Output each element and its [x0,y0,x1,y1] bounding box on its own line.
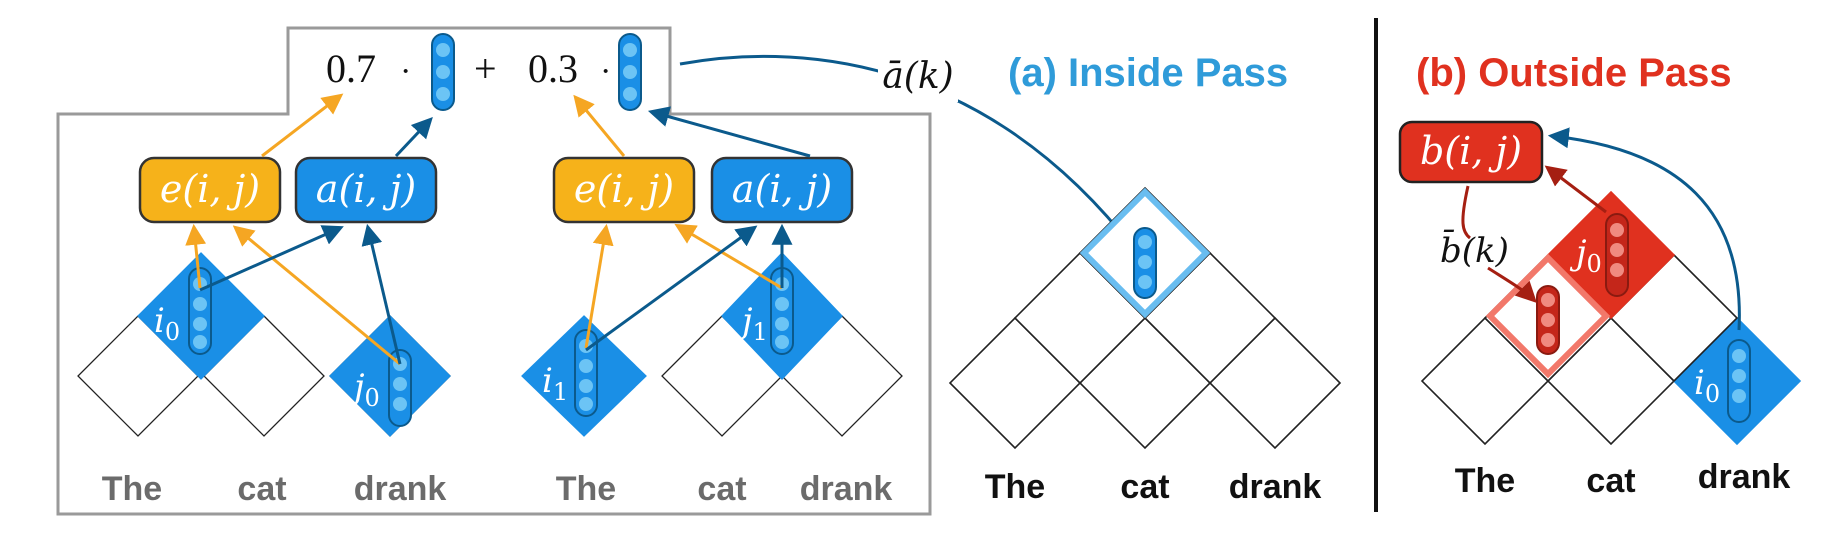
inside-word-cat: cat [1120,468,1169,506]
left-e-box: e(i, j) [138,156,282,224]
left-a-box: a(i, j) [294,156,438,224]
left-a-label: a(i, j) [316,167,416,211]
bbar-label: b̄(k) [1440,229,1509,271]
coef-1: 0.7 [326,46,376,91]
left-i-label: i0 [154,301,180,346]
outside-i-label: i0 [1694,363,1720,408]
left-e-label: e(i, j) [160,167,260,211]
right-e-box: e(i, j) [552,156,696,224]
vector-icon [574,329,598,417]
b-label: b(i, j) [1420,129,1522,173]
vector-icon [431,33,455,111]
panel-a-title: (a) Inside Pass [1008,51,1288,95]
left-arrows [185,93,433,366]
dot-1: · [400,53,411,90]
right-word-drank: drank [800,470,893,508]
left-word-drank: drank [354,470,447,508]
left-chart-grid [77,252,451,437]
right-a-box: a(i, j) [710,156,854,224]
left-word-cat: cat [237,470,286,508]
vector-icon [1536,285,1560,355]
outside-word-the: The [1455,462,1515,500]
right-word-cat: cat [697,470,746,508]
vector-icon [770,267,794,355]
coef-2: 0.3 [528,46,578,91]
abar-label: ā(k) [882,56,953,97]
right-i-label: i1 [542,361,568,406]
right-word-the: The [556,470,616,508]
inside-word-drank: drank [1229,468,1322,506]
vector-icon [618,33,642,111]
right-chart-grid [521,252,903,437]
outside-word-drank: drank [1698,458,1791,496]
panel-b-title: (b) Outside Pass [1416,51,1732,95]
dot-2: · [600,53,611,90]
vector-icon [1605,213,1629,297]
vector-icon [1133,227,1157,299]
inside-highlight-cell [1079,187,1211,319]
b-box: b(i, j) [1398,120,1544,184]
plus-sign: + [474,46,497,91]
left-word-the: The [102,470,162,508]
right-a-label: a(i, j) [732,167,832,211]
outside-word-cat: cat [1586,462,1635,500]
outside-arrows [1461,127,1741,331]
vector-icon [1727,339,1751,423]
inside-word-the: The [985,468,1045,506]
right-arrows [573,94,811,352]
inside-pass-chart [948,186,1342,450]
right-e-label: e(i, j) [574,167,674,211]
outside-highlight-cell [1485,253,1611,379]
weighted-sum-equation: 0.7 · + 0.3 · [326,33,642,111]
